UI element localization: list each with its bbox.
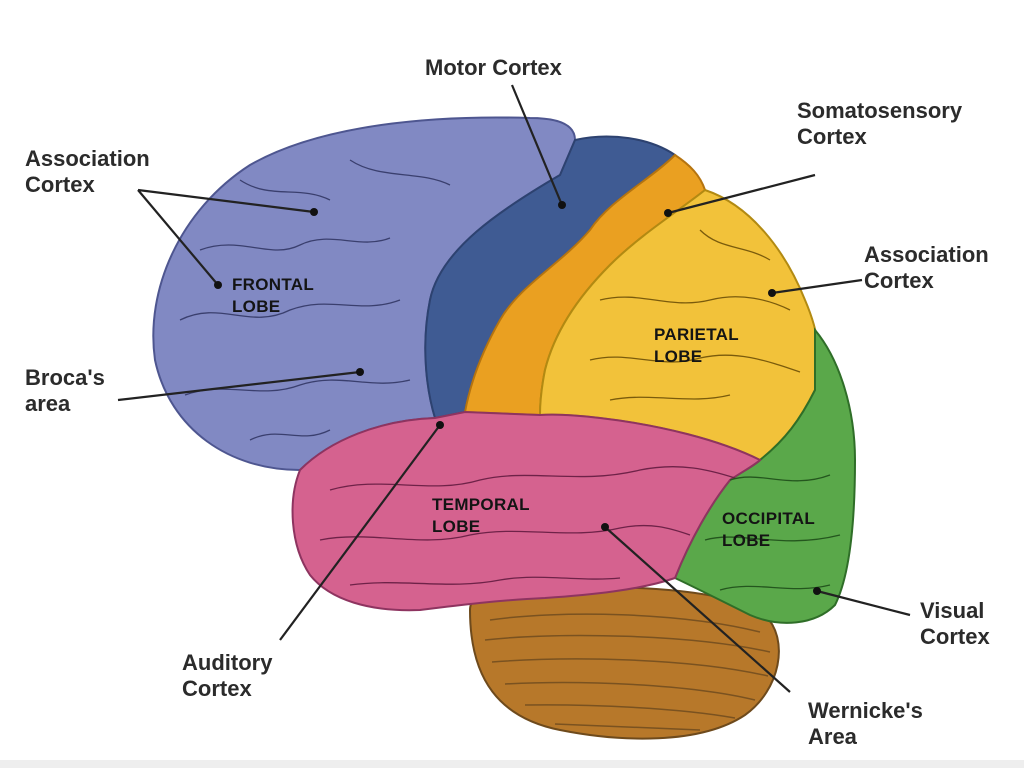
frontal-lobe-label-line1: FRONTAL	[232, 275, 315, 294]
wernickes-leader	[604, 526, 791, 693]
somatosensory-callout-line1: Somatosensory	[797, 98, 963, 123]
association-right-callout-line1: Association	[864, 242, 989, 267]
temporal-lobe-label: TEMPORAL LOBE	[432, 494, 530, 538]
association-left-callout-line1: Association	[25, 146, 150, 171]
brocas-callout-line2: area	[25, 391, 71, 416]
parietal-lobe-label-line2: LOBE	[654, 347, 703, 366]
association-right-callout-line2: Cortex	[864, 268, 934, 293]
association-cortex-left-callout: Association Cortex	[25, 146, 150, 198]
occipital-lobe-label: OCCIPITAL LOBE	[722, 508, 815, 552]
somatosensory-leader	[667, 173, 816, 215]
association-left-leader-a	[137, 188, 315, 214]
auditory-cortex-callout-line2: Cortex	[182, 676, 252, 701]
wernickes-area-callout: Wernicke's Area	[808, 698, 923, 750]
auditory-cortex-callout: Auditory Cortex	[182, 650, 272, 702]
wernickes-callout-line1: Wernicke's	[808, 698, 923, 723]
cerebellum	[468, 585, 780, 740]
temporal-lobe-label-line1: TEMPORAL	[432, 495, 530, 514]
bottom-divider	[0, 760, 1024, 768]
somatosensory-callout-line2: Cortex	[797, 124, 867, 149]
leader-lines	[117, 84, 911, 693]
occipital-lobe-label-line2: LOBE	[722, 531, 771, 550]
parietal-lobe-label: PARIETAL LOBE	[654, 324, 739, 368]
motor-cortex-leader	[510, 84, 564, 206]
association-left-leader-b	[137, 189, 219, 286]
brocas-leader	[117, 370, 361, 402]
occipital-lobe-label-line1: OCCIPITAL	[722, 509, 816, 528]
association-right-leader	[771, 278, 863, 295]
association-left-callout-line2: Cortex	[25, 172, 95, 197]
visual-cortex-callout-line1: Visual	[920, 598, 985, 623]
visual-cortex-callout: Visual Cortex	[920, 598, 990, 650]
somatosensory-callout: Somatosensory Cortex	[797, 98, 962, 150]
association-cortex-right-callout: Association Cortex	[864, 242, 989, 294]
leader-dots	[214, 201, 821, 595]
temporal-lobe-label-line2: LOBE	[432, 517, 481, 536]
brocas-area-callout: Broca's area	[25, 365, 105, 417]
visual-cortex-callout-line2: Cortex	[920, 624, 990, 649]
auditory-cortex-leader	[279, 424, 441, 641]
visual-cortex-leader	[816, 589, 911, 617]
motor-cortex-callout-line1: Motor Cortex	[425, 55, 562, 80]
parietal-lobe-label-line1: PARIETAL	[654, 325, 739, 344]
motor-cortex-callout: Motor Cortex	[425, 55, 562, 81]
wernickes-callout-line2: Area	[808, 724, 857, 749]
frontal-lobe-label: FRONTAL LOBE	[232, 274, 314, 318]
frontal-lobe-label-line2: LOBE	[232, 297, 281, 316]
parietal-gyri	[589, 229, 801, 401]
brocas-callout-line1: Broca's	[25, 365, 105, 390]
temporal-gyri	[319, 466, 736, 586]
auditory-cortex-callout-line1: Auditory	[182, 650, 273, 675]
